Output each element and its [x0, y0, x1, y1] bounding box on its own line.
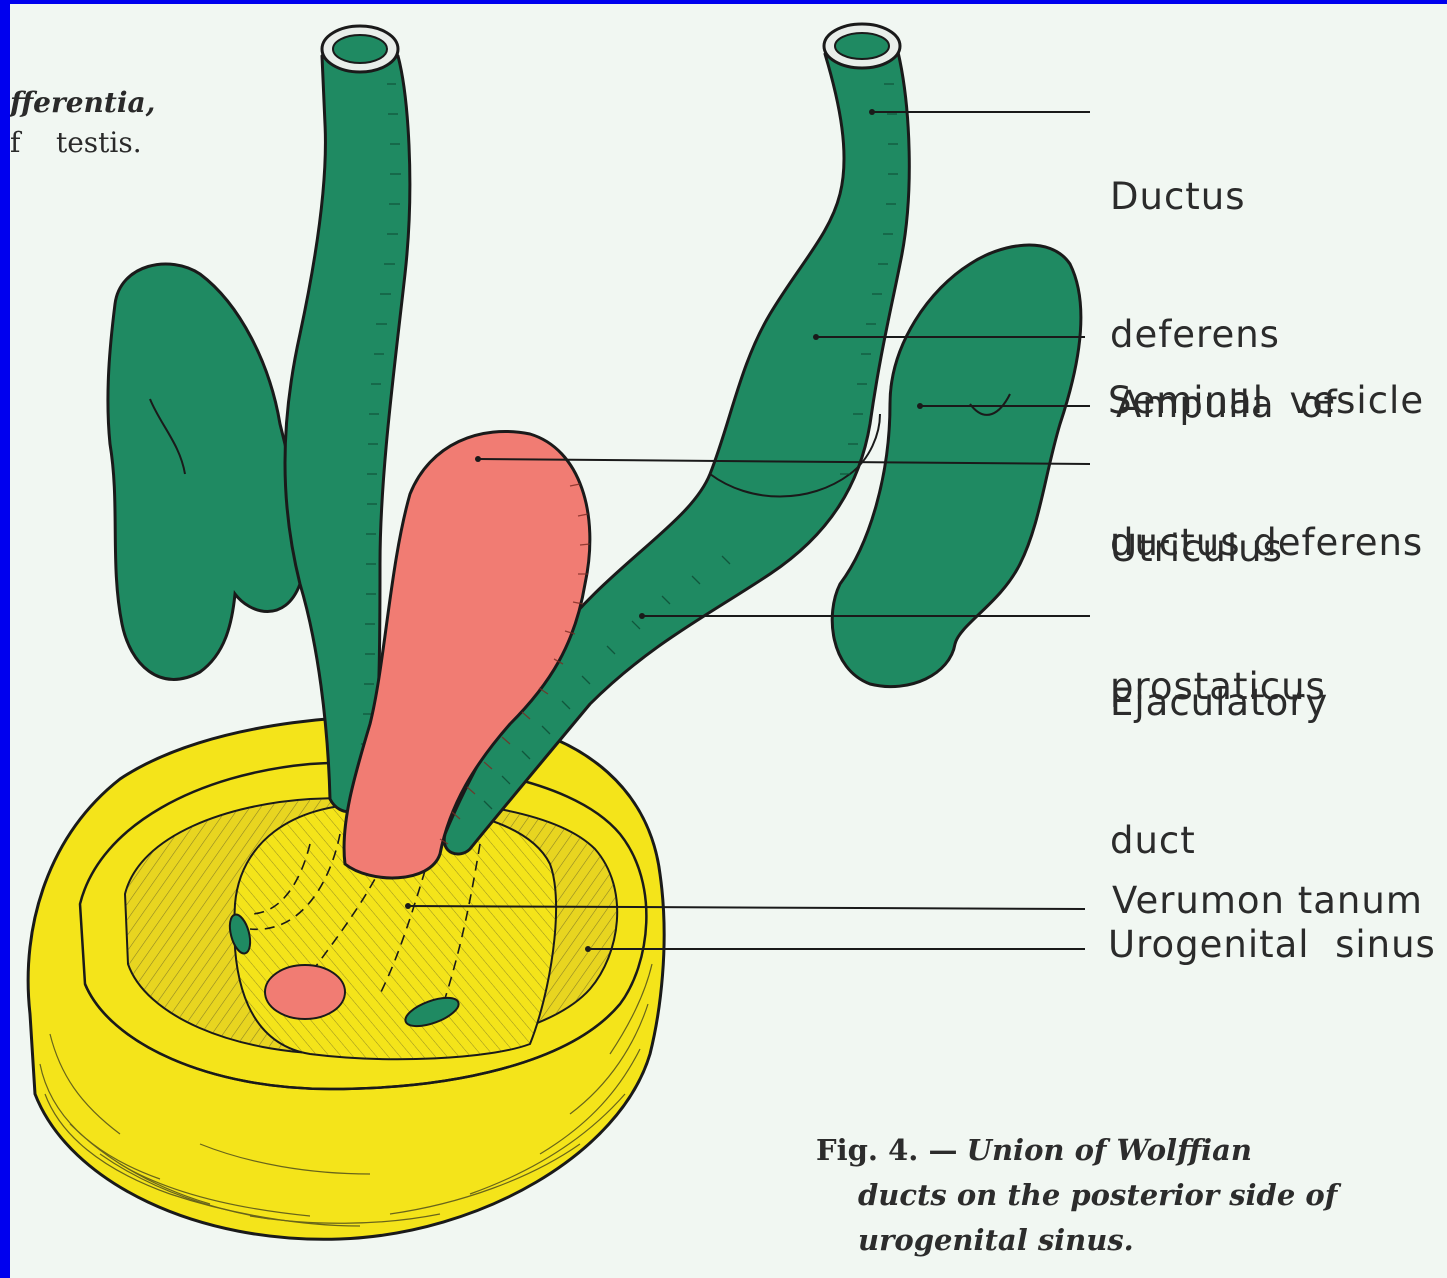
caption-line3: urogenital sinus. [816, 1218, 1337, 1263]
caption-line2: ducts on the posterior side of [816, 1173, 1337, 1218]
label-seminal-vesicle: Seminal vesicle [1108, 378, 1424, 424]
figure-frame: fferentia, f testis. [10, 4, 1447, 1278]
label-urogenital-sinus: Urogenital sinus [1108, 922, 1436, 968]
caption-line1: Union of Wolffian [967, 1133, 1252, 1167]
left-seminal-vesicle-shape [108, 264, 303, 679]
figure-caption: Fig. 4. — Union of Wolffian ducts on the… [816, 1128, 1337, 1263]
label-verumontanum: Verumon tanum [1112, 878, 1423, 924]
caption-fig-number: Fig. 4. — [816, 1133, 957, 1167]
